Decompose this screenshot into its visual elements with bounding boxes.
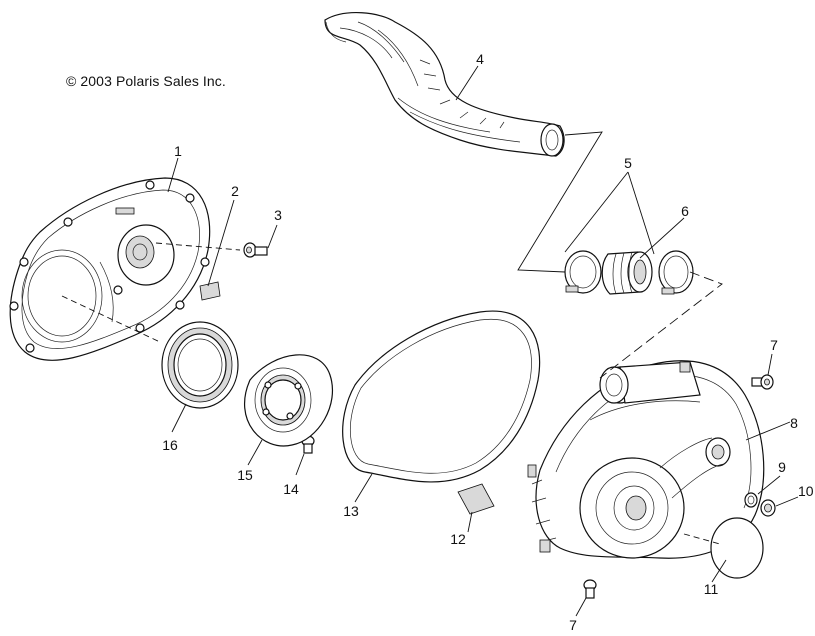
callout-11: 11 (704, 581, 719, 597)
part-coupler (601, 251, 653, 295)
part-decal-small (199, 281, 221, 301)
part-outer-clutch-cover (527, 360, 765, 559)
callout-8: 8 (790, 415, 798, 431)
copyright-notice: © 2003 Polaris Sales Inc. (66, 73, 226, 89)
part-drive-belt (342, 310, 541, 483)
part-bolt-7-bottom (583, 579, 597, 599)
callout-1: 1 (174, 143, 182, 159)
part-clamp-left (564, 250, 602, 294)
part-clamp-right (658, 250, 694, 295)
callout-16: 16 (162, 437, 178, 453)
part-o-ring (744, 492, 758, 508)
part-cap-bolt (760, 499, 776, 517)
part-bearing-plate (244, 354, 333, 447)
callout-6: 6 (681, 203, 689, 219)
part-bolt-3 (243, 242, 268, 258)
callout-3: 3 (274, 207, 282, 223)
callout-14: 14 (283, 481, 299, 497)
part-inner-clutch-cover (9, 177, 211, 361)
callout-2: 2 (231, 183, 239, 199)
part-seal-ring (161, 321, 239, 409)
callout-5: 5 (624, 155, 632, 171)
part-bolt-7-top (751, 374, 774, 390)
leader-lines (61, 65, 799, 617)
part-decal (457, 483, 495, 515)
callout-9: 9 (778, 459, 786, 475)
part-label-disc (710, 517, 764, 579)
part-intake-duct (324, 12, 565, 157)
callout-7-lower: 7 (569, 617, 577, 631)
callout-7: 7 (770, 337, 778, 353)
callout-15: 15 (237, 467, 253, 483)
callout-4: 4 (476, 51, 484, 67)
callout-12: 12 (450, 531, 466, 547)
callout-13: 13 (343, 503, 359, 519)
callout-10: 10 (798, 483, 814, 499)
